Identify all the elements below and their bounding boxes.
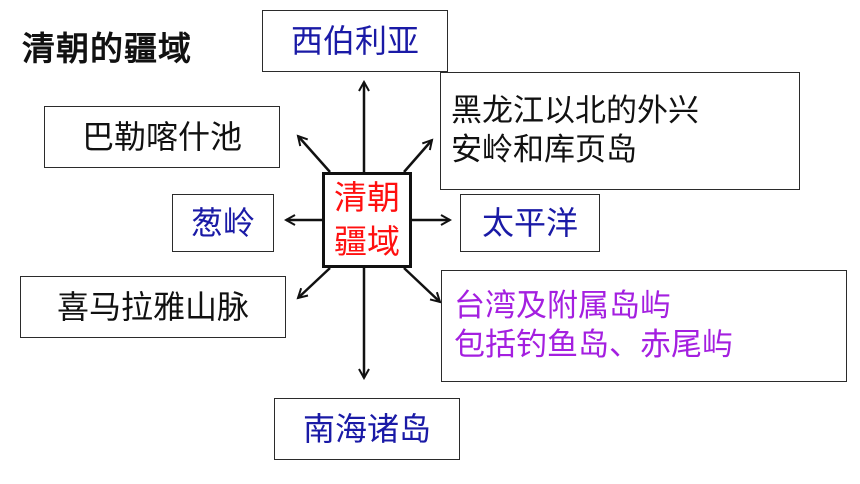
region-south: 南海诸岛 [274, 398, 460, 460]
region-northwest-label: 巴勒喀什池 [81, 118, 242, 156]
center-label-line1: 清朝 [334, 178, 400, 217]
arrow-southwest [298, 267, 331, 298]
diagram-title: 清朝的疆域 [22, 29, 192, 68]
region-east-label: 太平洋 [481, 204, 578, 242]
region-northwest: 巴勒喀什池 [44, 106, 280, 168]
region-southeast: 台湾及附属岛屿 包括钓鱼岛、赤尾屿 [441, 270, 847, 382]
region-south-label: 南海诸岛 [302, 410, 431, 448]
region-east: 太平洋 [460, 194, 600, 252]
arrow-northwest [298, 136, 331, 173]
region-southwest: 喜马拉雅山脉 [20, 276, 286, 338]
region-west-label: 葱岭 [190, 204, 255, 242]
region-west: 葱岭 [172, 194, 274, 252]
arrow-northeast [403, 140, 432, 173]
region-southeast-line2: 包括钓鱼岛、赤尾屿 [454, 327, 733, 363]
region-north: 西伯利亚 [262, 10, 448, 72]
region-north-label: 西伯利亚 [290, 22, 419, 60]
region-northeast-line1: 黑龙江以北的外兴 [451, 93, 699, 130]
region-southeast-line1: 台湾及附属岛屿 [454, 288, 671, 325]
region-northeast-line2: 安岭和库页岛 [451, 132, 637, 168]
arrow-southeast [403, 267, 440, 302]
center-box-qing-territory: 清朝 疆域 [322, 172, 412, 268]
region-southwest-label: 喜马拉雅山脉 [56, 288, 249, 326]
region-northeast: 黑龙江以北的外兴 安岭和库页岛 [440, 72, 800, 190]
center-label-line2: 疆域 [334, 222, 400, 261]
